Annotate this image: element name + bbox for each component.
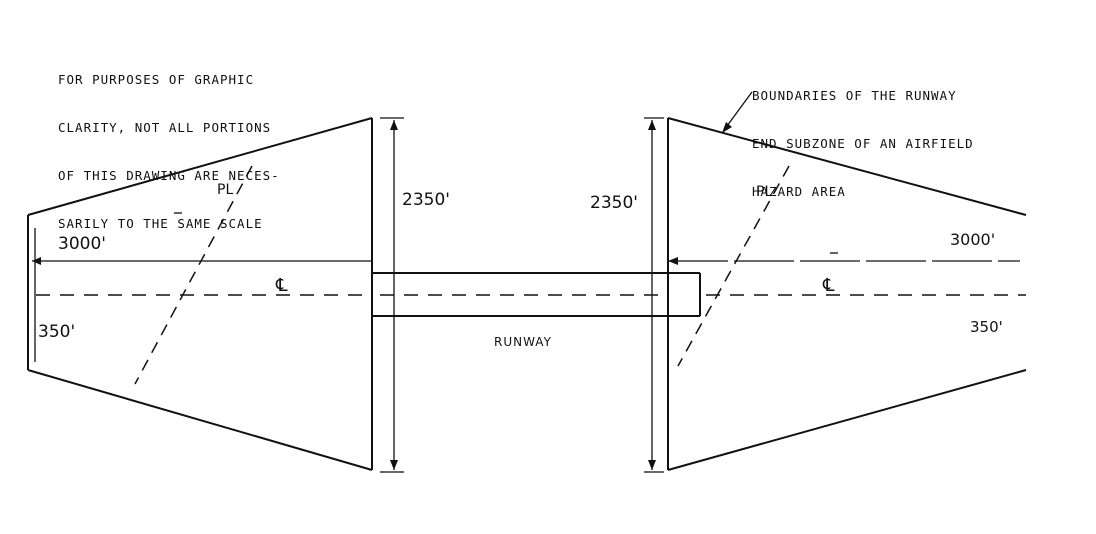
runway xyxy=(371,272,701,317)
right-inner-width-label: 350' xyxy=(970,318,1003,336)
note-line: HAZARD AREA xyxy=(752,184,846,199)
right-centerline-symbol: ℄ xyxy=(822,275,835,296)
left-length-label: 3000' xyxy=(58,234,106,254)
note-line: OF THIS DRAWING ARE NECES- xyxy=(58,168,280,183)
boundary-leader-arrow xyxy=(722,91,753,133)
left-subzone xyxy=(27,117,373,471)
note-line: BOUNDARIES OF THE RUNWAY xyxy=(752,88,957,103)
left-width-label: 2350' xyxy=(402,190,450,210)
runway-label: RUNWAY xyxy=(494,335,552,349)
note-line: SARILY TO THE SAME SCALE xyxy=(58,216,263,231)
note-line: END SUBZONE OF AN AIRFIELD xyxy=(752,136,974,151)
scale-disclaimer-note: FOR PURPOSES OF GRAPHIC CLARITY, NOT ALL… xyxy=(58,40,280,264)
note-line: FOR PURPOSES OF GRAPHIC xyxy=(58,72,255,87)
note-line: CLARITY, NOT ALL PORTIONS xyxy=(58,120,272,135)
boundary-callout-note: BOUNDARIES OF THE RUNWAY END SUBZONE OF … xyxy=(752,56,974,232)
left-property-line-symbol: PL xyxy=(217,182,233,198)
right-property-line-symbol: PL xyxy=(756,184,772,200)
right-length-label: 3000' xyxy=(950,230,995,249)
left-centerline-symbol: ℄ xyxy=(275,275,288,296)
left-inner-width-label: 350' xyxy=(38,322,75,342)
right-subzone xyxy=(667,117,1027,471)
right-width-label: 2350' xyxy=(590,193,638,213)
right-width-dimension xyxy=(644,117,664,473)
